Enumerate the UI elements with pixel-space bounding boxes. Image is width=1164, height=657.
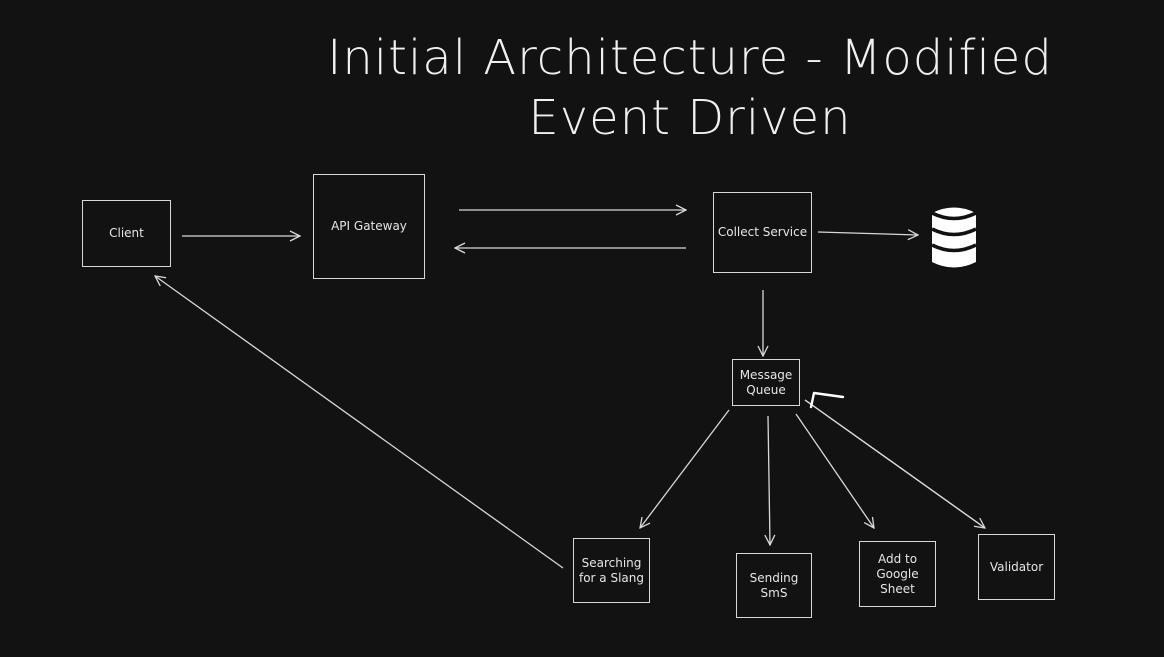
title-line-1: Initial Architecture - Modified (327, 30, 1053, 86)
arrow-searching-to-client (155, 276, 564, 569)
title-line-2: Event Driven (528, 90, 852, 146)
arrow-queue-to-sheet (795, 413, 874, 528)
api-gateway-node: API Gateway (313, 174, 425, 279)
hand-drawn-mark (809, 391, 845, 409)
sending-sms-node: Sending SmS (736, 553, 812, 618)
arrow-queue-to-searching (640, 409, 730, 528)
diagram-title: Initial Architecture - Modified Event Dr… (240, 28, 1140, 148)
collect-service-node: Collect Service (713, 192, 812, 273)
arrow-validator-to-queue (804, 399, 986, 529)
searching-slang-node: Searching for a Slang (573, 538, 650, 603)
message-queue-node: Message Queue (732, 359, 800, 406)
validator-node: Validator (978, 534, 1055, 600)
database-icon (931, 207, 977, 268)
arrow-queue-to-sms (768, 415, 770, 545)
arrow-collect-to-database (817, 232, 918, 235)
client-node: Client (82, 200, 171, 267)
google-sheet-node: Add to Google Sheet (859, 541, 936, 607)
